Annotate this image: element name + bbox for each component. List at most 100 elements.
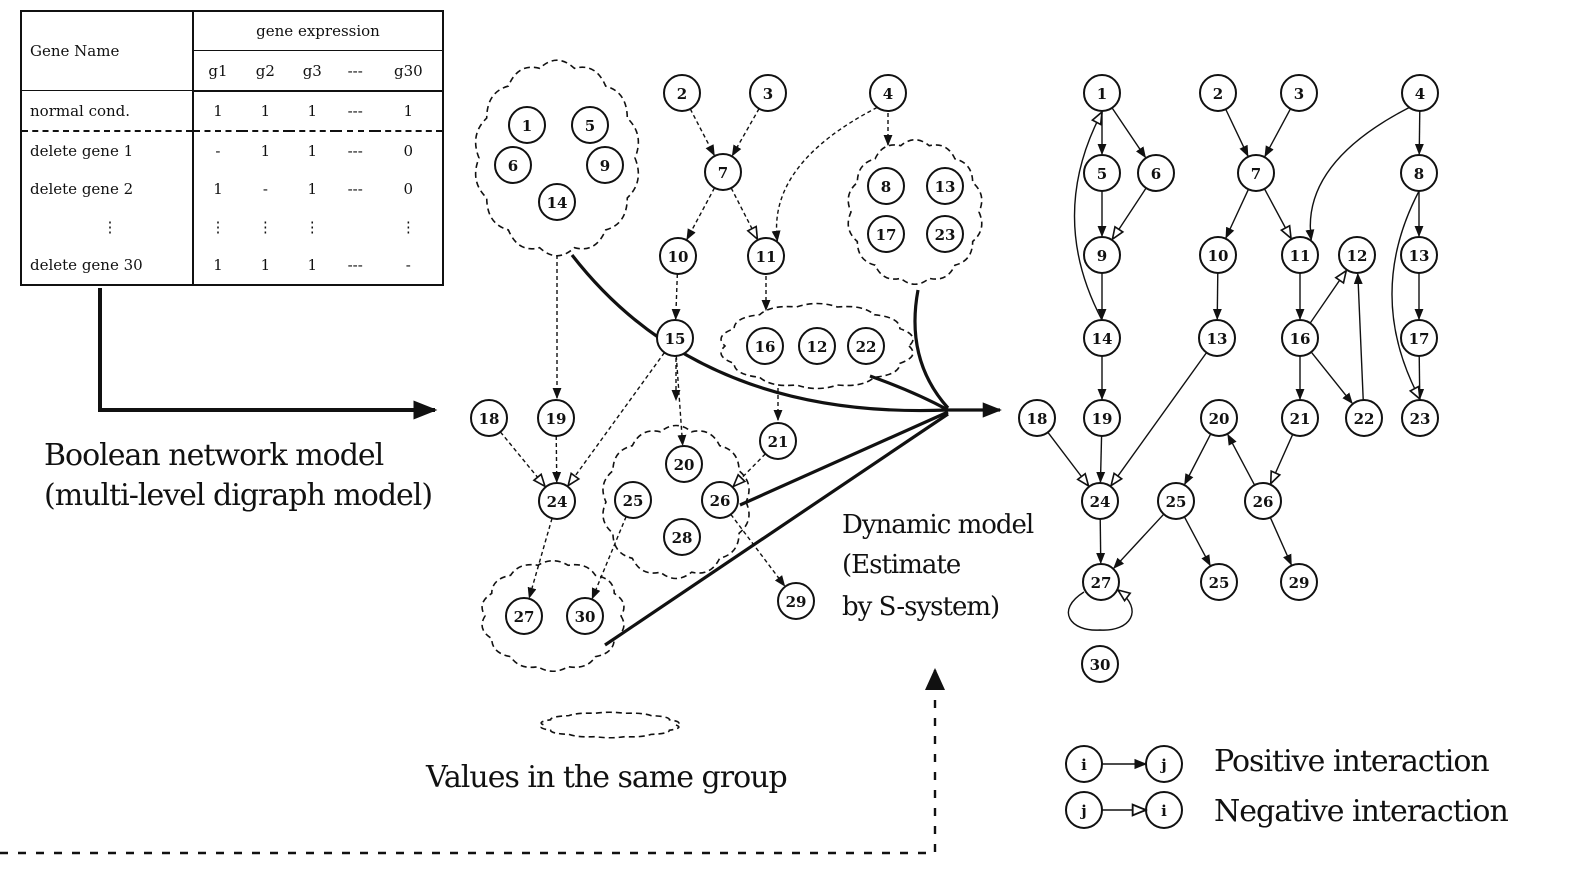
gene-node: 5 [572,107,608,143]
gene-node: 1 [1084,75,1120,111]
legend-negative-label: Negative interaction [1214,796,1508,828]
gene-node-label: 2 [1213,85,1223,103]
gene-node: 11 [1282,237,1318,273]
positive-edge [1228,435,1255,485]
gene-node: 26 [702,482,738,518]
gene-node: 4 [870,75,906,111]
dynamic-model-sublabel-1: (Estimate [842,550,960,580]
gene-node: 8 [1401,155,1437,191]
positive-edge [1114,514,1164,568]
gene-node-label: 23 [1410,410,1431,428]
gene-node: 1 [509,107,545,143]
gene-node: 18 [471,400,507,436]
gene-node: 2 [1200,75,1236,111]
gene-node-label: 14 [1092,330,1113,348]
gene-node-label: 4 [883,85,893,103]
gene-node: 25 [1158,483,1194,519]
gene-node: 15 [657,320,693,356]
gene-node-label: 15 [665,330,686,348]
gene-node-label: 13 [935,178,956,196]
gene-node-label: 20 [674,456,695,474]
positive-edge [1112,108,1145,157]
negative-edge [731,188,757,239]
gene-node: 30 [567,598,603,634]
gene-node: 17 [1401,320,1437,356]
gene-node-label: 6 [508,157,518,175]
gene-node-label: 16 [1290,330,1311,348]
misc-layer: ijji [1066,746,1182,828]
gene-node: 9 [1084,237,1120,273]
gene-node: 27 [506,598,542,634]
negative-edge [1048,432,1089,486]
negative-edge [1310,271,1346,323]
gene-node-label: 13 [1207,330,1228,348]
gene-node: 27 [1083,564,1119,600]
gene-node: 23 [927,216,963,252]
gene-node: 5 [1084,155,1120,191]
gene-node-label: 7 [1251,165,1261,183]
positive-edge [676,274,678,319]
gene-node-label: 28 [672,529,693,547]
gene-node: 13 [927,168,963,204]
negative-edge [1265,189,1292,238]
gene-node: j [1066,792,1102,828]
gene-node-label: 8 [1414,165,1424,183]
boolean-model-sublabel: (multi-level digraph model) [44,480,432,512]
gene-node-label: 4 [1415,85,1425,103]
gene-node-label: 24 [1090,493,1111,511]
gene-node: j [1146,746,1182,782]
gene-node-label: 25 [623,492,644,510]
gene-node: 14 [1084,320,1120,356]
boolean-model-label: Boolean network model [44,440,383,472]
positive-edge [732,109,759,156]
gene-node-label: j [1159,756,1166,774]
gene-node: 23 [1402,400,1438,436]
positive-edge [529,518,552,597]
positive-edge [690,109,714,155]
feedback-arrowhead [925,668,945,690]
positive-edge [1100,519,1101,563]
gene-node-label: 26 [1253,493,1274,511]
gene-node: 22 [848,328,884,364]
gene-node-label: 9 [600,157,610,175]
gene-node-label: 7 [718,164,728,182]
gene-node-label: 17 [1409,330,1430,348]
nodes-layer: 1234567891011121314151617181920212223242… [471,75,1438,682]
gene-node: 2 [664,75,700,111]
convergence-arrow [915,290,948,408]
gene-node: i [1066,746,1102,782]
positive-edge [1217,273,1218,319]
positive-edge [1311,352,1352,403]
gene-node-label: 22 [856,338,877,356]
gene-node: 25 [1201,564,1237,600]
gene-node-label: 21 [1290,410,1311,428]
positive-edge [1184,517,1210,565]
positive-edge [777,107,878,240]
gene-node-label: i [1161,802,1167,820]
gene-node-label: 29 [786,593,807,611]
gene-node: 10 [1200,237,1236,273]
gene-node: 12 [799,328,835,364]
legend-positive-label: Positive interaction [1214,746,1489,778]
gene-node: 6 [495,147,531,183]
positive-edge [1270,517,1291,564]
gene-node-label: 25 [1209,574,1230,592]
positive-edge [1265,109,1290,156]
negative-edge [1111,353,1206,486]
gene-node: 26 [1245,483,1281,519]
gene-node: 12 [1339,237,1375,273]
gene-node-label: 30 [575,608,596,626]
gene-node-label: 21 [768,433,789,451]
gene-node-label: 27 [1091,574,1112,592]
gene-node-label: i [1081,756,1087,774]
positive-edge [1310,107,1409,239]
gene-node-label: 30 [1090,656,1111,674]
group-blob [848,140,982,285]
positive-edge [1100,436,1101,482]
gene-node: 14 [539,184,575,220]
group-blob [541,712,679,738]
gene-node: 29 [778,583,814,619]
gene-node-label: 12 [807,338,828,356]
gene-node: 4 [1402,75,1438,111]
